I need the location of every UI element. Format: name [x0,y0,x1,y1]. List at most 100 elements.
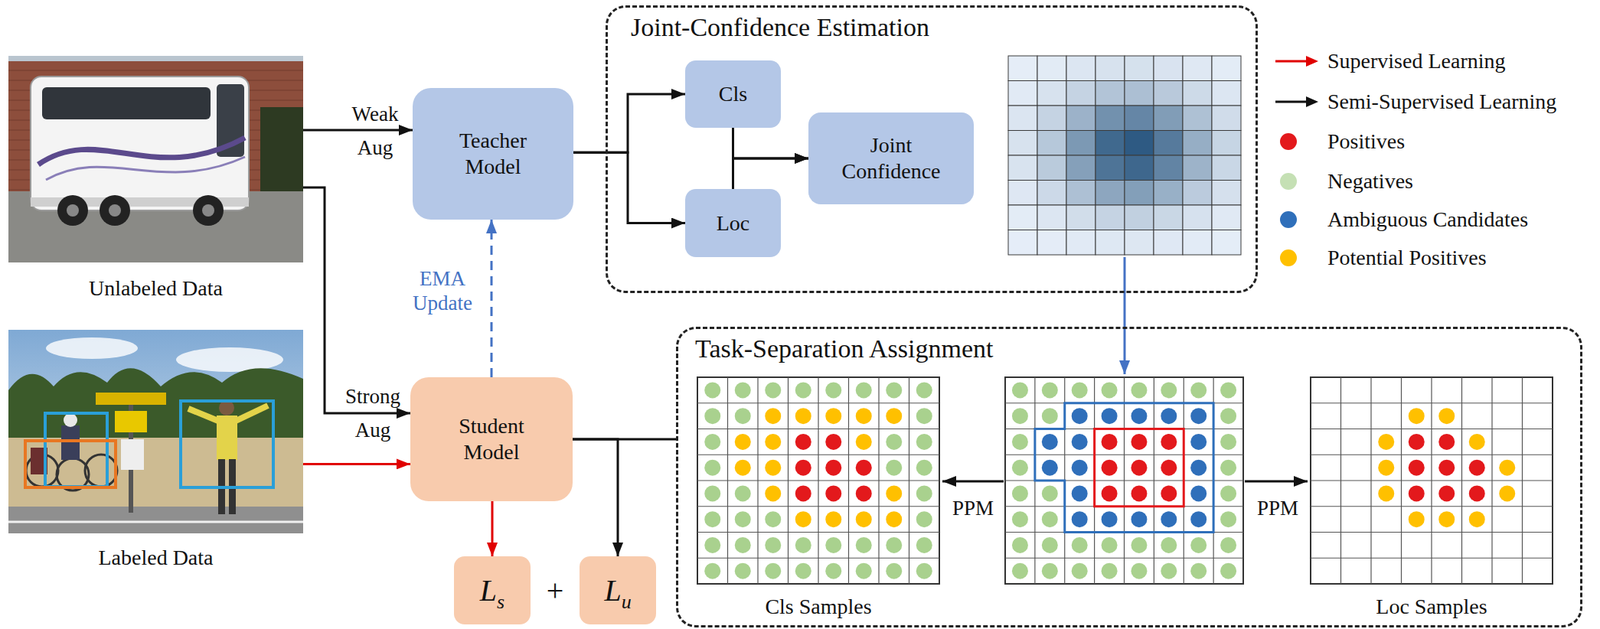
sample-dot [855,485,872,502]
legend-text: Positives [1327,129,1405,154]
heatmap-cell [1066,81,1096,107]
sample-dot [1101,563,1118,580]
legend-entry: Negatives [1272,166,1414,197]
heatmap-cell [1211,81,1241,107]
sample-dot [1130,460,1147,477]
sample-dot [825,537,842,554]
sample-dot [1438,460,1455,477]
sample-dot [704,434,721,451]
sample-dot [825,408,842,425]
text-group: Ls [480,572,505,609]
grid-line [1310,480,1553,481]
sample-dot [1220,537,1237,554]
sample-dot [1101,511,1118,528]
connector [490,219,494,378]
sample-dot [1130,485,1147,502]
sample-dot [1220,485,1237,502]
region-title: Task-Separation Assignment [695,333,994,366]
heatmap-cell [1124,180,1154,206]
sample-dot [1408,511,1425,528]
sample-dot [764,537,781,554]
sample-dot [916,408,933,425]
heatmap-cell [1095,55,1125,82]
hubcap [66,204,79,217]
sample-dot [855,460,872,477]
loss-symbol: L [480,572,497,609]
person-arm [188,408,219,422]
sample-dot [1071,485,1088,502]
heatmap-cell [1153,180,1183,206]
heatmap-cell [1124,155,1154,181]
grid-line [908,377,910,585]
heatmap-cell [1182,180,1212,206]
text-group: Task-Separation Assignment [695,333,994,366]
step-label: PPM [1257,496,1299,521]
sample-dot [1190,511,1207,528]
sample-dot [1220,382,1237,399]
sample-dot [855,511,872,528]
sample-dot [855,434,872,451]
heatmap-cell [1037,155,1067,181]
grid-frame [1310,377,1553,585]
heatmap-cell [1008,130,1038,157]
sample-dot [1438,485,1455,502]
heatmap-cell [1124,230,1154,256]
sample-dot [1377,434,1395,451]
connector [303,463,411,466]
grid-line [1461,377,1463,585]
text-group: Loc Samples [1310,594,1553,620]
edge-label: Weak Aug [352,97,399,165]
bounding-box [180,401,274,488]
heatmap-cell [1037,180,1067,206]
sample-dot [855,408,872,425]
box-label: Student Model [458,413,525,465]
sample-dot [825,511,842,528]
confidence-arrow [1123,257,1127,375]
sample-dot [1190,434,1207,451]
sample-grid: Loc Samples [1310,377,1553,621]
heatmap-cell [1008,105,1038,131]
sample-dot [704,511,721,528]
edge-label: EMA Update [412,266,473,317]
sign [114,411,147,433]
heatmap-cell [1095,105,1125,131]
sample-dot [704,408,721,425]
sample-dot [1071,382,1088,399]
text-group: Joint-Confidence Estimation [630,12,930,44]
sample-dot [1071,511,1088,528]
sample-dot [825,434,842,451]
loss-subscript: s [496,591,505,614]
heatmap-cell [1095,155,1125,181]
legend-sample [1272,242,1325,274]
sample-dot [1160,460,1177,477]
sample-dot [916,537,933,554]
sample-dot [1190,408,1207,425]
scene-photo [8,329,304,534]
text-group: Lu [604,572,631,609]
sample-dot [885,382,902,399]
sample-dot [1377,485,1395,502]
grid-line [1521,377,1523,585]
sample-dot [764,408,781,425]
sample-dot [734,382,752,399]
person-body [216,415,238,461]
sample-dot [1071,563,1088,580]
caption: Loc Samples [1310,594,1553,620]
heatmap-cell [1008,55,1038,82]
sample-dot [1041,511,1058,528]
grid-frame [1005,377,1244,585]
heatmap-cell [1211,130,1241,157]
sample-dot [1220,460,1237,477]
cls-sample-grid [697,377,940,585]
sample-dot [885,563,902,580]
sample-dot [885,485,902,502]
bus-windows [42,87,211,120]
heatmap-cell [1182,155,1212,181]
heatmap-cell [1095,180,1125,206]
ppm-arrow [1244,480,1308,484]
edge-label: Strong Aug [345,379,401,448]
sample-dot [885,537,902,554]
legend-sample [1272,86,1325,118]
bus-swoosh [38,137,245,165]
bus-body [30,76,249,211]
